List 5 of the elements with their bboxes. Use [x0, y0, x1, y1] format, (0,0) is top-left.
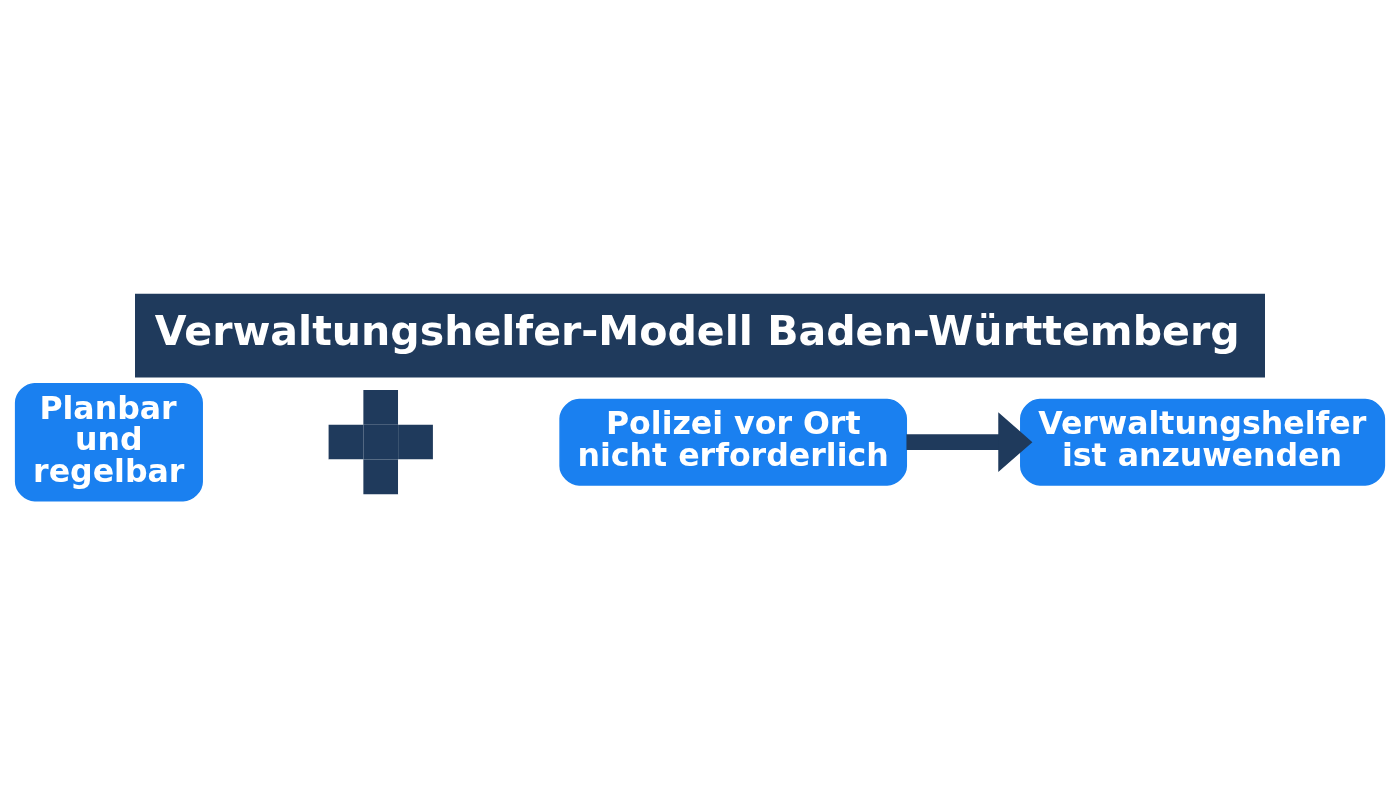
diagram-title: Verwaltungshelfer-Modell Baden-Württemberg — [154, 306, 1240, 355]
node-box: Verwaltungshelfer ist anzuwenden — [1020, 398, 1386, 486]
node-box: Polizei vor Ort nicht erforderlich — [559, 398, 908, 486]
node-box: Planbar und regelbar — [14, 382, 203, 501]
arrow — [906, 411, 1033, 472]
